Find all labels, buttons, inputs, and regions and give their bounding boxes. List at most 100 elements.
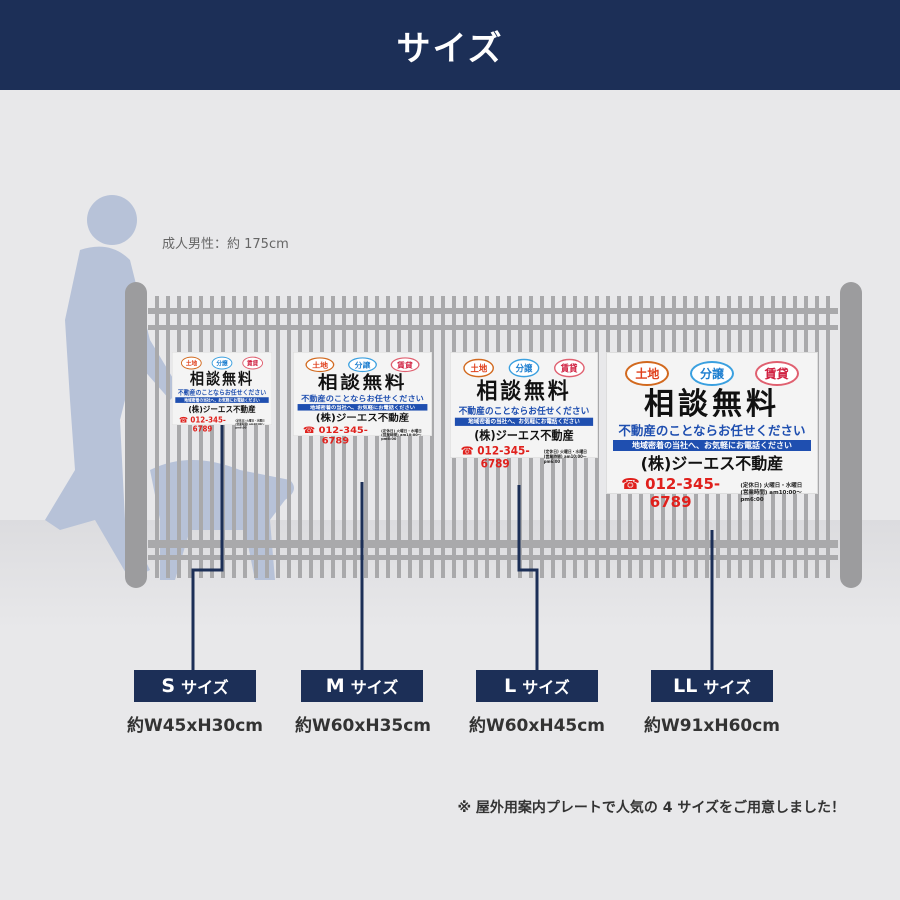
sign-phone: ☎ 012-345-6789 (460, 443, 530, 471)
size-dims-s: 約W45xH30cm (126, 716, 264, 736)
tag-land: 土地 (625, 361, 670, 386)
fence-bar (320, 296, 324, 578)
hours-value: am10:00〜pm6:00 (381, 433, 422, 442)
sign-company: (株)ジーエス不動産 (640, 454, 784, 473)
sign-subtitle: 不動産のことならお任せください (177, 388, 267, 397)
fence-bar (188, 296, 192, 578)
footnote: ※ 屋外用案内プレートで人気の 4 サイズをご用意しました！ (457, 800, 845, 816)
fence-bar (199, 296, 203, 578)
height-note: 成人男性：約 175cm (162, 237, 289, 252)
closed-days: 火曜日・水曜日 (763, 482, 803, 489)
leader-lines (191, 425, 714, 670)
page-title: サイズ (0, 0, 900, 90)
closed-label: (定休日) (740, 482, 762, 489)
sign-contact: ☎ 012-345-6789 (定休日) 火曜日・水曜日(営業時間) am10:… (451, 444, 598, 471)
sign-band: 地域密着の当社へ、お気軽にお電話ください (297, 404, 428, 411)
size-suffix: サイズ (703, 678, 751, 697)
fence-bar (287, 296, 291, 578)
sign-contact: ☎ 012-345-6789 (定休日) 火曜日・水曜日(営業時間) am10:… (172, 415, 271, 434)
fence-bar (232, 296, 236, 578)
tag-lots: 分譲 (211, 356, 233, 370)
sign-tags: 土地 分譲 賃貸 (451, 353, 598, 378)
sign-tags: 土地 分譲 賃貸 (294, 353, 432, 373)
tag-lots: 分譲 (348, 357, 377, 373)
tag-rent: 賃貸 (242, 356, 263, 370)
hours-label: (営業時間) (740, 489, 768, 496)
fence-bar (177, 296, 181, 578)
fence-bar (309, 296, 313, 578)
sign-title: 相談無料 (317, 372, 408, 394)
sign-l: 土地 分譲 賃貸 相談無料 不動産のことならお任せください 地域密着の当社へ、お… (450, 352, 598, 471)
sign-contact: ☎ 012-345-6789 (定休日) 火曜日・水曜日(営業時間) am10:… (607, 475, 817, 511)
size-letter: LL (673, 675, 698, 697)
hours-label: (営業時間) (543, 454, 563, 460)
sign-phone: ☎ 012-345-6789 (302, 424, 368, 447)
fence-bar (441, 296, 445, 578)
sign-title: 相談無料 (189, 369, 255, 388)
sign-hours: (定休日) 火曜日・水曜日(営業時間) am10:00〜pm6:00 (544, 449, 598, 465)
size-dims-ll: 約W91xH60cm (643, 716, 781, 736)
fence-bar (826, 296, 830, 578)
sign-band: 地域密着の当社へ、お気軽にお電話ください (175, 397, 269, 403)
fence-bar (254, 296, 258, 578)
size-label-ll: LL サイズ (651, 670, 773, 702)
fence-bar (386, 296, 390, 578)
sign-company: (株)ジーエス不動産 (188, 404, 256, 415)
fence-bar (353, 296, 357, 578)
fence-bar (364, 296, 368, 578)
fence-bar (397, 296, 401, 578)
sign-ll: 土地 分譲 賃貸 相談無料 不動産のことならお任せください 地域密着の当社へ、お… (606, 352, 818, 511)
sign-subtitle: 不動産のことならお任せください (618, 423, 806, 438)
sign-hours: (定休日) 火曜日・水曜日(営業時間) am10:00〜pm6:00 (235, 419, 271, 430)
sign-m: 土地 分譲 賃貸 相談無料 不動産のことならお任せください 地域密着の当社へ、お… (293, 352, 432, 446)
sign-phone: ☎ 012-345-6789 (179, 415, 226, 434)
sign-tags: 土地 分譲 賃貸 (607, 353, 817, 386)
closed-days: 火曜日・水曜日 (246, 419, 265, 423)
sign-subtitle: 不動産のことならお任せください (458, 405, 590, 417)
tag-rent: 賃貸 (553, 358, 585, 378)
sign-contact: ☎ 012-345-6789 (定休日) 火曜日・水曜日(営業時間) am10:… (294, 425, 432, 446)
sign-title: 相談無料 (644, 387, 780, 422)
fence-bar (243, 296, 247, 578)
hours-label: (営業時間) (381, 433, 399, 437)
fence-bar (430, 296, 434, 578)
fence-bar (265, 296, 269, 578)
sign-hours: (定休日) 火曜日・水曜日(営業時間) am10:00〜pm6:00 (381, 429, 431, 441)
hours-value: am10:00〜pm6:00 (235, 422, 265, 430)
fence-bar (331, 296, 335, 578)
size-letter: L (504, 675, 517, 697)
fence-bar (375, 296, 379, 578)
hours-value: am10:00〜pm6:00 (543, 454, 587, 465)
sign-hours: (定休日) 火曜日・水曜日(営業時間) am10:00〜pm6:00 (740, 483, 817, 504)
tag-rent: 賃貸 (390, 357, 420, 373)
size-letter: M (325, 675, 345, 697)
size-suffix: サイズ (522, 678, 570, 697)
closed-label: (定休日) (235, 419, 246, 423)
sign-s: 土地 分譲 賃貸 相談無料 不動産のことならお任せください 地域密着の当社へ、お… (172, 352, 272, 434)
size-letter: S (161, 675, 176, 697)
sign-band: 地域密着の当社へ、お気軽にお電話ください (613, 440, 811, 451)
sign-phone: ☎ 012-345-6789 (621, 475, 721, 511)
size-suffix: サイズ (181, 678, 229, 697)
sign-company: (株)ジーエス不動産 (474, 428, 574, 443)
fence-bar (419, 296, 423, 578)
tag-land: 土地 (305, 357, 335, 373)
closed-label: (定休日) (381, 429, 396, 433)
size-dims-l: 約W60xH45cm (468, 716, 606, 736)
hours-label: (営業時間) (235, 422, 249, 426)
fence-bar (210, 296, 214, 578)
closed-days: 火曜日・水曜日 (396, 429, 422, 433)
tag-land: 土地 (463, 358, 495, 378)
size-dims-m: 約W60xH35cm (294, 716, 432, 736)
fence-bar (155, 296, 159, 578)
sign-tags: 土地 分譲 賃貸 (172, 353, 271, 370)
closed-label: (定休日) (543, 449, 559, 454)
fence-bar (166, 296, 170, 578)
tag-land: 土地 (181, 356, 202, 370)
fence-bar (276, 296, 280, 578)
tag-rent: 賃貸 (754, 361, 799, 386)
fence-bar (408, 296, 412, 578)
sign-title: 相談無料 (476, 378, 572, 405)
fence-bar (298, 296, 302, 578)
